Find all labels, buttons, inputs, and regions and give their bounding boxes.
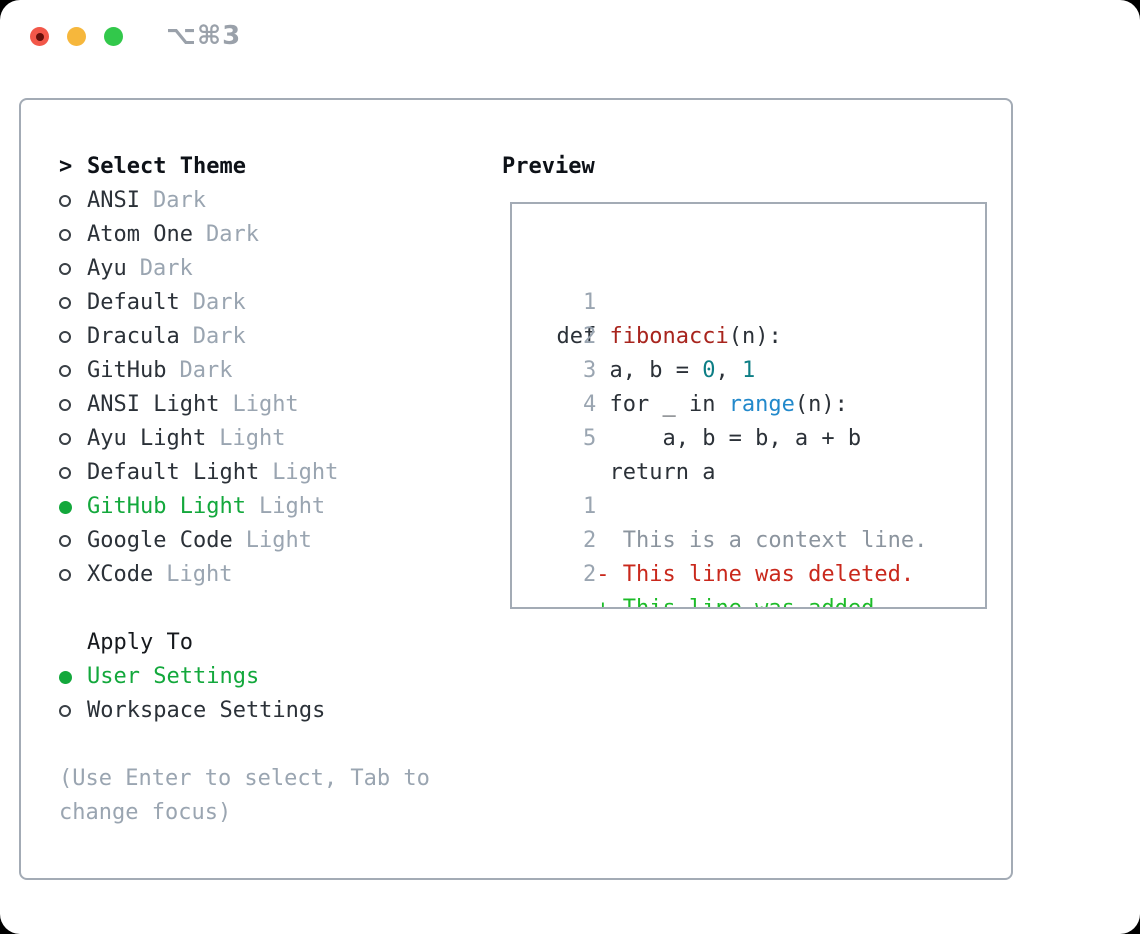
theme-variant-tag: Dark bbox=[205, 222, 259, 247]
code-token: return a bbox=[556, 460, 716, 485]
code-line: 2 - This line was deleted. bbox=[530, 490, 985, 587]
close-dot-icon bbox=[35, 32, 44, 41]
radio-unselected-icon bbox=[59, 467, 71, 479]
theme-option[interactable]: Ayu Dark bbox=[59, 252, 499, 286]
theme-option[interactable]: Atom One Dark bbox=[59, 218, 499, 252]
radio-unselected-icon bbox=[59, 705, 71, 717]
theme-option[interactable]: XCode Light bbox=[59, 558, 499, 592]
theme-variant-tag: Dark bbox=[139, 256, 193, 281]
code-token: range bbox=[728, 392, 795, 417]
line-number: 1 bbox=[582, 290, 597, 315]
theme-options: ANSI Dark Atom One Dark Ayu Dark Default… bbox=[59, 184, 499, 592]
theme-variant-tag: Light bbox=[166, 562, 233, 587]
theme-option[interactable]: GitHub Dark bbox=[59, 354, 499, 388]
apply-option[interactable]: User Settings bbox=[59, 660, 499, 694]
preview-header-row: Preview bbox=[502, 150, 595, 184]
zoom-button[interactable] bbox=[104, 27, 123, 46]
code-line: 3 for _ in range(n): bbox=[530, 320, 985, 417]
code-token: 1 bbox=[741, 358, 756, 383]
code-token: (n): bbox=[794, 392, 848, 417]
traffic-lights bbox=[30, 27, 123, 46]
radio-unselected-icon bbox=[59, 569, 71, 581]
code-token: fibonacci bbox=[609, 324, 729, 349]
select-theme-header: Select Theme bbox=[87, 154, 246, 179]
radio-selected-icon bbox=[59, 670, 72, 684]
code-line: 2 + This line was added. bbox=[530, 524, 985, 607]
code-token: a, b = b, a + b bbox=[556, 426, 862, 451]
theme-option[interactable]: Default Dark bbox=[59, 286, 499, 320]
code-token: - This line was deleted. bbox=[556, 562, 915, 587]
theme-variant-tag: Dark bbox=[152, 188, 206, 213]
code-line: 4 a, b = b, a + b bbox=[530, 354, 985, 451]
cursor-prompt-icon: > bbox=[59, 154, 73, 179]
code-token: 0 bbox=[702, 358, 716, 383]
theme-variant-tag: Light bbox=[232, 392, 299, 417]
theme-variant-tag: Light bbox=[272, 460, 339, 485]
code-token: def bbox=[556, 324, 610, 349]
code-line: 5 return a bbox=[530, 388, 985, 485]
line-number: 2 bbox=[582, 528, 597, 553]
titlebar: ⌥⌘3 bbox=[0, 0, 1140, 72]
theme-option[interactable]: Ayu Light Light bbox=[59, 422, 499, 456]
radio-unselected-icon bbox=[59, 331, 71, 343]
line-number: 3 bbox=[582, 358, 597, 383]
radio-selected-icon bbox=[59, 500, 72, 514]
apply-option[interactable]: Workspace Settings bbox=[59, 694, 499, 728]
radio-unselected-icon bbox=[59, 433, 71, 445]
close-button[interactable] bbox=[30, 27, 49, 46]
section-gap bbox=[59, 592, 499, 626]
theme-variant-tag: Light bbox=[258, 494, 326, 519]
line-number: 2 bbox=[582, 324, 597, 349]
apply-to-header-row: Apply To bbox=[59, 626, 499, 660]
preview-box: 1 def fibonacci(n): 2 a, b = 0, 1 3 for … bbox=[510, 202, 987, 609]
radio-unselected-icon bbox=[59, 297, 71, 309]
code-token: , bbox=[715, 358, 742, 383]
theme-option[interactable]: ANSI Light Light bbox=[59, 388, 499, 422]
radio-unselected-icon bbox=[59, 195, 71, 207]
line-number: 1 bbox=[582, 494, 597, 519]
line-number: 2 bbox=[582, 562, 597, 587]
code-preview: 1 def fibonacci(n): 2 a, b = 0, 1 3 for … bbox=[530, 252, 985, 607]
apply-to-options: User Settings Workspace Settings bbox=[59, 660, 499, 728]
line-number: 5 bbox=[582, 426, 597, 451]
theme-variant-tag: Light bbox=[245, 528, 312, 553]
apply-to-header: Apply To bbox=[87, 630, 193, 655]
code-token: + This line was added. bbox=[556, 596, 888, 609]
theme-variant-tag: Dark bbox=[192, 324, 246, 349]
preview-header: Preview bbox=[502, 154, 595, 179]
preview-section: Preview bbox=[502, 150, 595, 184]
theme-variant-tag: Light bbox=[219, 426, 286, 451]
radio-unselected-icon bbox=[59, 229, 71, 241]
main-panel: > Select Theme ANSI Dark Atom One Dark A… bbox=[19, 98, 1013, 880]
line-number: 4 bbox=[582, 392, 597, 417]
code-token: a, b = bbox=[556, 358, 703, 383]
hint-text: (Use Enter to select, Tab to change focu… bbox=[59, 766, 430, 825]
radio-unselected-icon bbox=[59, 535, 71, 547]
window-shortcut-label: ⌥⌘3 bbox=[166, 21, 242, 51]
theme-variant-tag: Dark bbox=[192, 290, 246, 315]
minimize-button[interactable] bbox=[67, 27, 86, 46]
code-line: 2 a, b = 0, 1 bbox=[530, 286, 985, 383]
theme-option[interactable]: Dracula Dark bbox=[59, 320, 499, 354]
theme-option[interactable]: ANSI Dark bbox=[59, 184, 499, 218]
theme-list: > Select Theme ANSI Dark Atom One Dark A… bbox=[59, 150, 499, 830]
theme-option[interactable]: GitHub Light Light bbox=[59, 490, 499, 524]
theme-option[interactable]: Google Code Light bbox=[59, 524, 499, 558]
code-line: 1 This is a context line. bbox=[530, 456, 985, 553]
radio-unselected-icon bbox=[59, 263, 71, 275]
code-token: This is a context line. bbox=[556, 528, 928, 553]
radio-unselected-icon bbox=[59, 365, 71, 377]
code-line: 1 def fibonacci(n): bbox=[530, 252, 985, 349]
theme-variant-tag: Dark bbox=[179, 358, 233, 383]
code-token: for _ in bbox=[556, 392, 729, 417]
theme-list-header-row: > Select Theme bbox=[59, 150, 499, 184]
radio-unselected-icon bbox=[59, 399, 71, 411]
code-token: (n): bbox=[728, 324, 782, 349]
theme-option[interactable]: Default Light Light bbox=[59, 456, 499, 490]
